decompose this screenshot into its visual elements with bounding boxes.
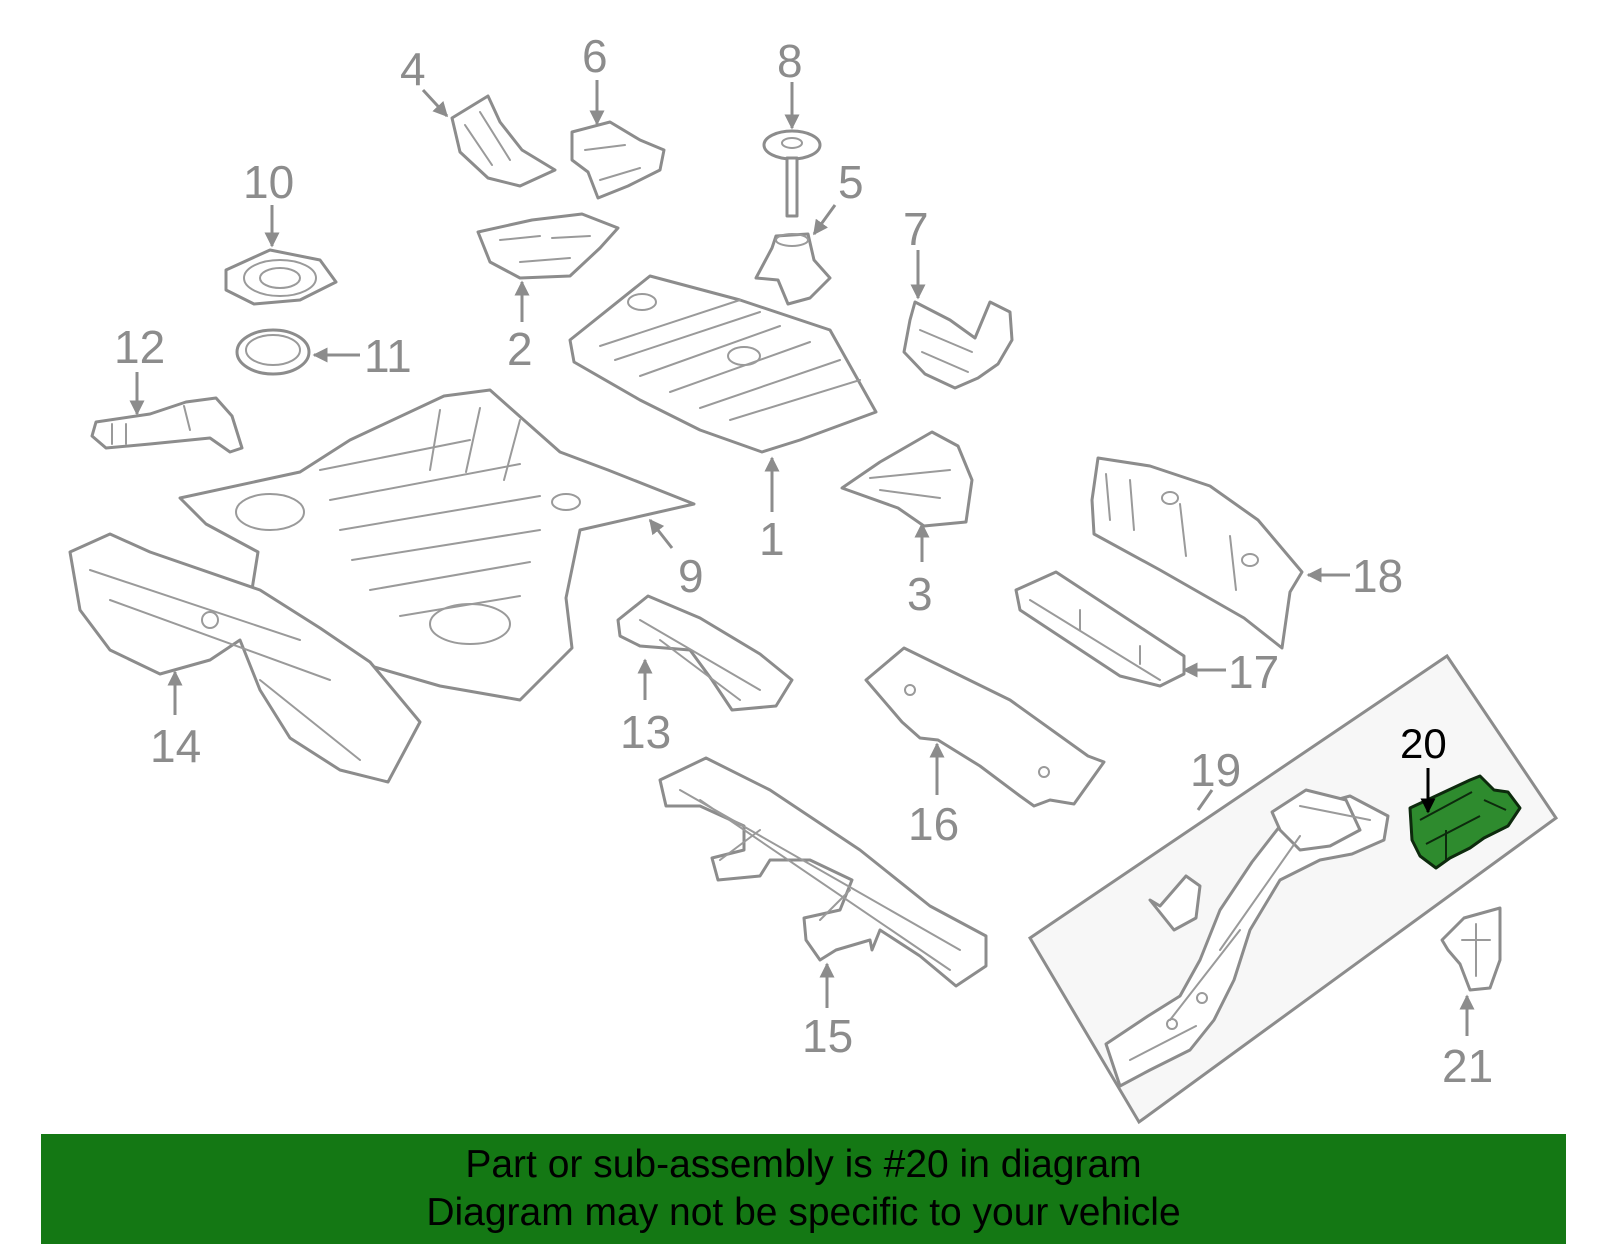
part-18-rear-panel[interactable]: 18: [1090, 456, 1403, 650]
callout-3: 3: [907, 568, 933, 620]
part-21-bracket[interactable]: 21: [1440, 906, 1502, 1092]
callout-8: 8: [777, 35, 803, 87]
part-13-bracket[interactable]: 13: [616, 594, 794, 758]
part-14-side-rail[interactable]: 14: [68, 532, 422, 784]
callout-19: 19: [1190, 744, 1241, 796]
callout-14: 14: [150, 720, 201, 772]
part-3-bracket[interactable]: 3: [840, 430, 974, 620]
callout-1: 1: [759, 513, 785, 565]
assembly-19[interactable]: 19: [1027, 653, 1559, 1125]
callout-21: 21: [1442, 1040, 1493, 1092]
part-16-reinforcement[interactable]: 16: [864, 646, 1106, 850]
callout-9: 9: [678, 550, 704, 602]
part-10-speaker-plate[interactable]: 10: [224, 156, 338, 306]
part-6-bracket[interactable]: 6: [570, 30, 666, 200]
footer-line-1: Part or sub-assembly is #20 in diagram: [465, 1143, 1142, 1186]
callout-20: 20: [1400, 720, 1447, 767]
callout-15: 15: [802, 1010, 853, 1062]
part-8-bolt[interactable]: 8: [762, 35, 822, 218]
part-4-bracket[interactable]: 4: [400, 43, 557, 188]
part-2-panel[interactable]: 2: [476, 212, 620, 375]
part-20-highlighted-bracket[interactable]: 20: [1400, 720, 1522, 870]
callout-2: 2: [507, 323, 533, 375]
callout-6: 6: [582, 30, 608, 82]
callout-11: 11: [364, 330, 412, 382]
part-5-mount[interactable]: 5: [754, 156, 864, 306]
part-7-bracket[interactable]: 7: [902, 203, 1014, 390]
part-15-side-member[interactable]: 15: [658, 756, 988, 1062]
callout-10: 10: [243, 156, 294, 208]
callout-16: 16: [908, 798, 959, 850]
footer-line-2: Diagram may not be specific to your vehi…: [426, 1191, 1181, 1234]
part-17-crossmember[interactable]: 17: [1014, 570, 1279, 698]
callout-17: 17: [1228, 646, 1279, 698]
part-12-bracket[interactable]: 12: [90, 321, 244, 454]
part-1-rear-floor-panel[interactable]: 1: [568, 274, 878, 565]
callout-18: 18: [1352, 550, 1403, 602]
part-11-seal-ring[interactable]: 11: [235, 328, 412, 382]
callout-7: 7: [903, 203, 929, 255]
footer-banner: Part or sub-assembly is #20 in diagram D…: [41, 1134, 1566, 1244]
callout-4: 4: [400, 43, 426, 95]
callout-12: 12: [114, 321, 165, 373]
callout-13: 13: [620, 706, 671, 758]
callout-5: 5: [838, 156, 864, 208]
